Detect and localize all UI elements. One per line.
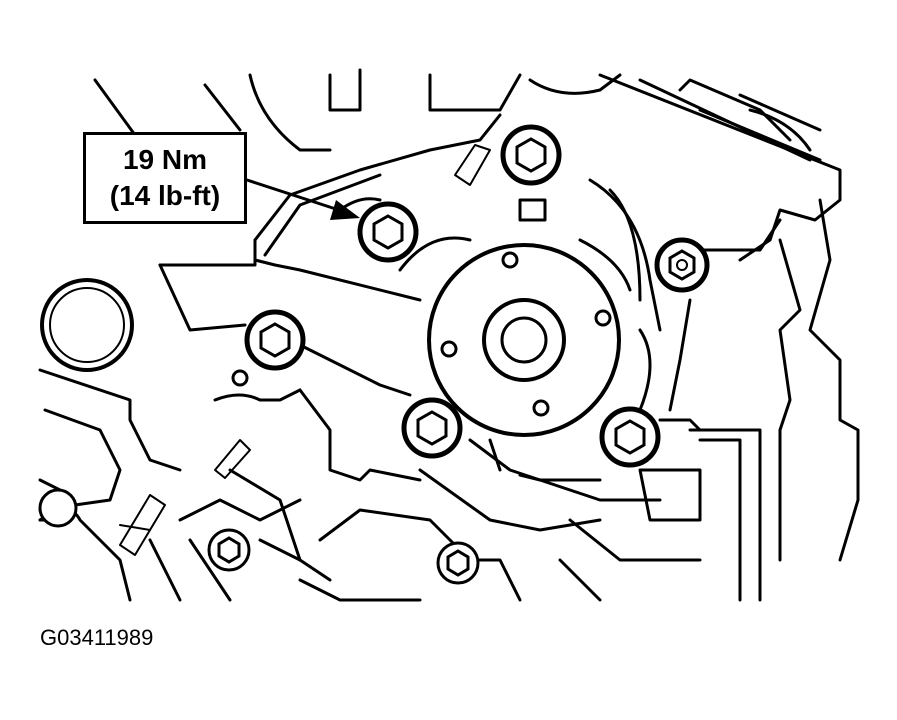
bolt-icon xyxy=(38,488,78,528)
figure-id-label: G03411989 xyxy=(40,625,154,650)
bolt-icon xyxy=(357,201,419,263)
bolt-icon xyxy=(654,237,710,293)
bolt-icon xyxy=(207,528,251,572)
callout-arrow xyxy=(245,178,360,220)
bolt-icon xyxy=(599,406,661,468)
water-pump-pulley-hub-icon xyxy=(398,236,632,437)
bolt-icon xyxy=(436,541,480,585)
o-ring-icon xyxy=(40,278,134,372)
engine-front-diagram xyxy=(38,68,860,602)
engine-block-outline xyxy=(38,68,860,602)
torque-spec-callout: 19 Nm (14 lb-ft) xyxy=(83,132,247,224)
bolt-icon xyxy=(500,124,562,186)
pump-bolts xyxy=(244,124,710,468)
bolt-icon xyxy=(401,397,463,459)
bolt-icon xyxy=(244,309,306,371)
torque-metric-label: 19 Nm xyxy=(122,144,208,175)
other-bolts xyxy=(38,369,480,585)
torque-imperial-label: (14 lb-ft) xyxy=(109,180,221,211)
